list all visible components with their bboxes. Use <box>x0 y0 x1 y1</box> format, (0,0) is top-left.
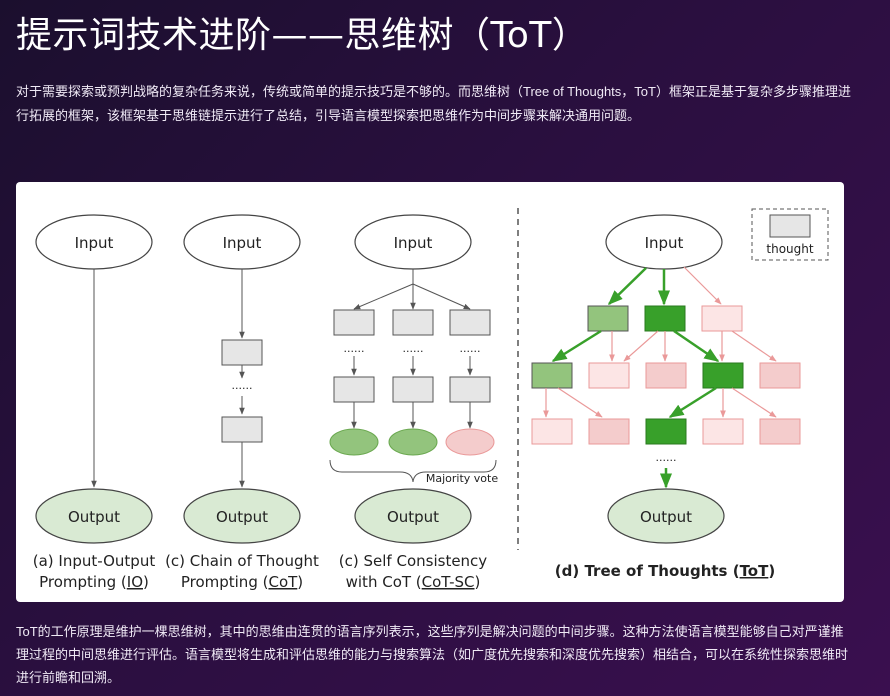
sc-branch-left <box>353 283 414 310</box>
tot-edge-1c-2e <box>731 330 777 362</box>
sc-branch-right <box>412 283 471 310</box>
tot-thought-2b <box>588 362 630 389</box>
tot-caption: (d) Tree of Thoughts (ToT) <box>555 562 775 580</box>
sc-thought-l1 <box>333 309 375 336</box>
sc-thought-m1 <box>392 309 434 336</box>
tot-thought-2d <box>702 362 744 389</box>
tot-edge-2a-3b <box>557 387 603 418</box>
cot-output-node <box>183 488 301 544</box>
intro-paragraph: 对于需要探索或预判战略的复杂任务来说，传统或简单的提示技巧是不够的。而思维树（T… <box>16 84 851 123</box>
sc-thought-l2 <box>333 376 375 403</box>
io-caption-line1: (a) Input-Output <box>33 552 156 570</box>
tot-ellipsis: ...... <box>656 451 677 464</box>
sc-answer-m <box>388 428 438 456</box>
tot-edge-1b-2d <box>673 329 720 363</box>
sc-column: Input ...... ...... ...... Majority vote… <box>329 214 498 591</box>
sc-thought-r2 <box>449 376 491 403</box>
legend-thought-icon <box>769 214 811 238</box>
io-caption-line2: Prompting (IO) <box>39 573 149 591</box>
tot-thought-2c <box>645 362 687 389</box>
io-input-label: Input <box>75 234 114 252</box>
io-column: Input Output (a) Input-Output Prompting … <box>33 214 156 591</box>
cot-column: Input ...... Output (c) Chain of Thought… <box>165 214 319 591</box>
tot-edge-root-c <box>683 266 722 305</box>
sc-thought-r1 <box>449 309 491 336</box>
tot-edge-root-a <box>607 267 647 306</box>
sc-input-label: Input <box>394 234 433 252</box>
sc-ellipsis-m: ...... <box>403 342 424 355</box>
sc-output-label: Output <box>387 508 439 526</box>
tot-thought-3b <box>588 418 630 445</box>
sc-output-node <box>354 488 472 544</box>
outro-paragraph: ToT的工作原理是维护一棵思维树，其中的思维由连贯的语言序列表示，这些序列是解决… <box>16 624 849 685</box>
sc-answer-l <box>329 428 379 456</box>
cot-thought-1 <box>221 339 263 366</box>
tot-edge-2d-3e <box>731 387 777 418</box>
legend-thought-label: thought <box>766 242 813 256</box>
sc-ellipsis-l: ...... <box>344 342 365 355</box>
tot-thought-3a <box>531 418 573 445</box>
cot-output-label: Output <box>216 508 268 526</box>
page-title: 提示词技术进阶——思维树（ToT） <box>16 15 589 56</box>
tot-thought-1a <box>587 305 629 332</box>
legend-box <box>751 208 829 261</box>
cot-caption-line2: Prompting (CoT) <box>181 573 303 591</box>
tot-thought-3c <box>645 418 687 445</box>
tot-thought-3e <box>759 418 801 445</box>
tot-edge-2d-3c <box>668 386 717 419</box>
cot-ellipsis: ...... <box>232 379 253 392</box>
sc-answer-r <box>445 428 495 456</box>
prompting-diagram: Input Output (a) Input-Output Prompting … <box>33 208 829 591</box>
tot-thought-2a <box>531 362 573 389</box>
tot-output-node <box>607 488 725 544</box>
tot-edge-1b-2b <box>623 330 659 362</box>
io-output-label: Output <box>68 508 120 526</box>
tot-column: thought Input <box>531 208 829 580</box>
sc-majority-vote-label: Majority vote <box>426 472 498 485</box>
tot-thought-3d <box>702 418 744 445</box>
sc-caption-line1: (c) Self Consistency <box>339 552 488 570</box>
tot-thought-1b <box>644 305 686 332</box>
sc-caption-line2: with CoT (CoT-SC) <box>346 573 481 591</box>
cot-input-label: Input <box>223 234 262 252</box>
sc-vote-brace <box>329 459 497 483</box>
io-output-node <box>35 488 153 544</box>
tot-output-label: Output <box>640 508 692 526</box>
tot-thought-1c <box>701 305 743 332</box>
tot-edge-1a-2a <box>551 329 602 363</box>
tot-input-label: Input <box>645 234 684 252</box>
cot-thought-2 <box>221 416 263 443</box>
tot-thought-2e <box>759 362 801 389</box>
cot-caption-line1: (c) Chain of Thought <box>165 552 319 570</box>
diagram-panel: Input Output (a) Input-Output Prompting … <box>16 182 844 602</box>
sc-ellipsis-r: ...... <box>460 342 481 355</box>
sc-thought-m2 <box>392 376 434 403</box>
